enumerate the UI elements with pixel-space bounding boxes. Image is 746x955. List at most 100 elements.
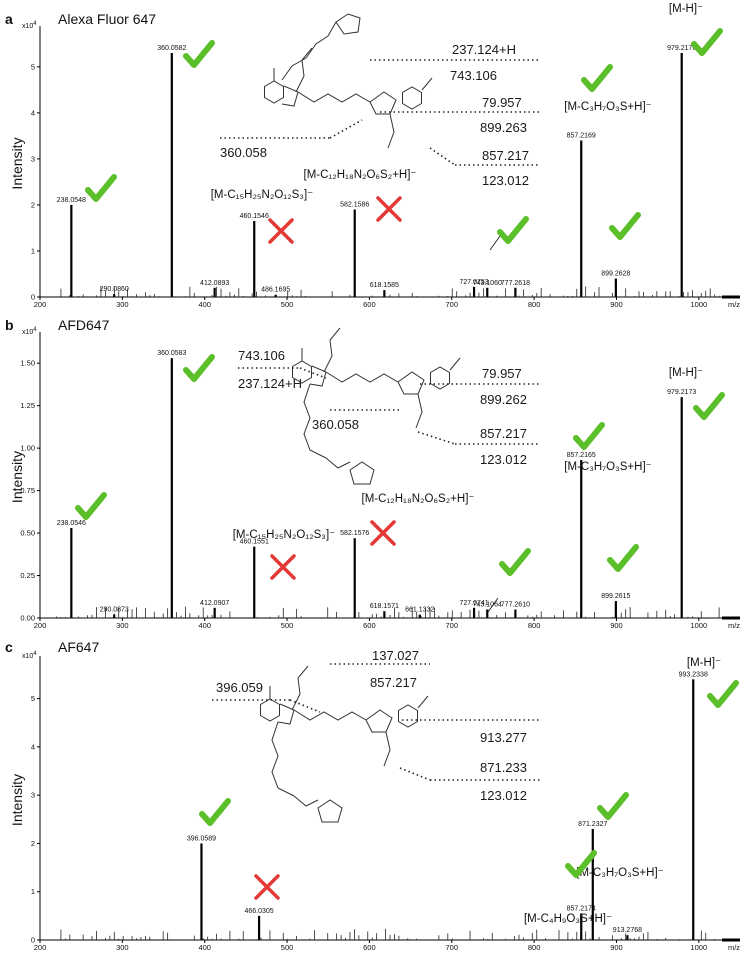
x-axis-end-marker — [722, 616, 740, 620]
spectrum-peak — [580, 140, 583, 297]
leader-line — [487, 597, 499, 613]
y-tick-label: 3 — [31, 791, 35, 800]
cleavage-mass-label: 857.217 — [370, 675, 417, 690]
panel-letter: c — [5, 639, 13, 655]
cleavage-mass-label: 857.217 — [480, 426, 527, 441]
spectrum-peak — [614, 278, 617, 297]
check-icon — [607, 544, 639, 572]
check-icon — [499, 548, 531, 576]
molecule-a — [264, 13, 433, 149]
x-axis-label: m/z — [728, 621, 740, 630]
cross-icon — [270, 554, 296, 580]
cross-icon — [370, 520, 396, 546]
y-tick-label: 4 — [31, 742, 35, 751]
peak-label: 743.1064 — [473, 602, 502, 609]
cleavage-line — [329, 119, 363, 139]
peak-label: 777.2610 — [501, 602, 530, 609]
peak-label: 618.1571 — [370, 603, 399, 610]
x-tick-label: 200 — [34, 621, 47, 630]
cleavage-line — [289, 699, 321, 713]
y-tick-label: 0.00 — [20, 614, 35, 623]
fragment-formula-label: [M-C₄H₉O₃S+H]⁻ — [524, 913, 612, 925]
spectrum-peak — [580, 913, 583, 940]
x-tick-label: 700 — [446, 943, 459, 952]
x-tick-label: 400 — [198, 943, 211, 952]
fragment-formula-label: [M-C₃H₇O₃S+H]⁻ — [576, 867, 663, 879]
peak-label: 460.1546 — [240, 213, 269, 220]
peak-label: 743.1060 — [473, 280, 502, 287]
spectrum-peak — [70, 527, 73, 618]
peak-label: 857.2169 — [567, 132, 596, 139]
spectrum-peak — [472, 286, 476, 297]
spectrum-peak — [170, 53, 173, 297]
y-tick-label: 1 — [31, 246, 35, 255]
cleavage-mass-label: 743.106 — [238, 348, 285, 363]
check-icon — [707, 680, 739, 708]
x-tick-label: 400 — [198, 300, 211, 309]
check-icon — [497, 216, 529, 244]
check-icon — [565, 850, 597, 878]
peak-label: 979.2173 — [667, 389, 696, 396]
panel-title: AF647 — [58, 639, 99, 655]
x-tick-label: 900 — [610, 300, 623, 309]
x-axis-end-marker — [722, 295, 740, 299]
spectrum-peak — [213, 287, 216, 297]
peak-label: 290.0860 — [100, 286, 129, 293]
spectrum-peak — [113, 294, 116, 297]
spectrum-peak — [692, 679, 695, 940]
y-tick-label: 2 — [31, 200, 35, 209]
spectrum-peak — [353, 209, 356, 297]
check-icon — [199, 798, 231, 826]
x-tick-label: 800 — [528, 300, 541, 309]
x-tick-label: 300 — [116, 943, 129, 952]
check-icon — [693, 392, 725, 420]
x-tick-label: 1000 — [690, 621, 707, 630]
peak-label: 290.0873 — [100, 607, 129, 614]
cleavage-line — [417, 431, 456, 445]
check-icon — [597, 792, 629, 820]
fragment-formula-label: [M-C₁₂H₁₈N₂O₆S₂+H]⁻ — [304, 169, 417, 181]
leader-line — [489, 235, 501, 251]
y-scale-label: x104 — [22, 327, 37, 336]
peak-label: 661.1332 — [405, 607, 434, 614]
y-tick-label: 5 — [31, 62, 35, 71]
cleavage-mass-label: 123.012 — [480, 452, 527, 467]
cleavage-mass-label: 913.277 — [480, 730, 527, 745]
fragment-formula-label: [M-H]⁻ — [669, 367, 703, 379]
peak-label: 486.1695 — [261, 287, 290, 294]
x-tick-label: 900 — [610, 943, 623, 952]
y-tick-label: 3 — [31, 154, 35, 163]
cleavage-mass-label: 237.124+H — [452, 42, 516, 57]
cleavage-mass-label: 743.106 — [450, 68, 497, 83]
x-tick-label: 300 — [116, 621, 129, 630]
spectrum-peak — [257, 915, 261, 940]
cross-icon — [376, 196, 402, 222]
x-tick-label: 400 — [198, 621, 211, 630]
fragment-formula-label: [M-C₃H₇O₃S+H]⁻ — [564, 461, 651, 473]
peak-label: 899.2615 — [601, 593, 630, 600]
x-tick-label: 900 — [610, 621, 623, 630]
spectrum-peak — [383, 611, 386, 618]
cleavage-mass-label: 899.263 — [480, 120, 527, 135]
x-tick-label: 500 — [281, 300, 294, 309]
peak-label: 899.2628 — [601, 271, 630, 278]
peak-label: 412.0907 — [200, 600, 229, 607]
x-axis-end-marker — [722, 938, 740, 942]
peak-label: 238.0546 — [57, 520, 86, 527]
y-axis-label: Intensity — [9, 774, 25, 826]
x-tick-label: 1000 — [690, 943, 707, 952]
x-tick-label: 800 — [528, 621, 541, 630]
spectrum-peak — [70, 204, 73, 297]
y-scale-label: x104 — [22, 651, 37, 660]
panel-letter: a — [5, 11, 13, 27]
cleavage-mass-label: 360.058 — [312, 417, 359, 432]
x-tick-label: 1000 — [690, 300, 707, 309]
y-tick-label: 5 — [31, 694, 35, 703]
cross-icon — [254, 874, 280, 900]
peak-label: 993.2338 — [679, 671, 708, 678]
x-tick-label: 800 — [528, 943, 541, 952]
x-tick-label: 600 — [363, 300, 376, 309]
spectrum-peak — [486, 287, 489, 297]
